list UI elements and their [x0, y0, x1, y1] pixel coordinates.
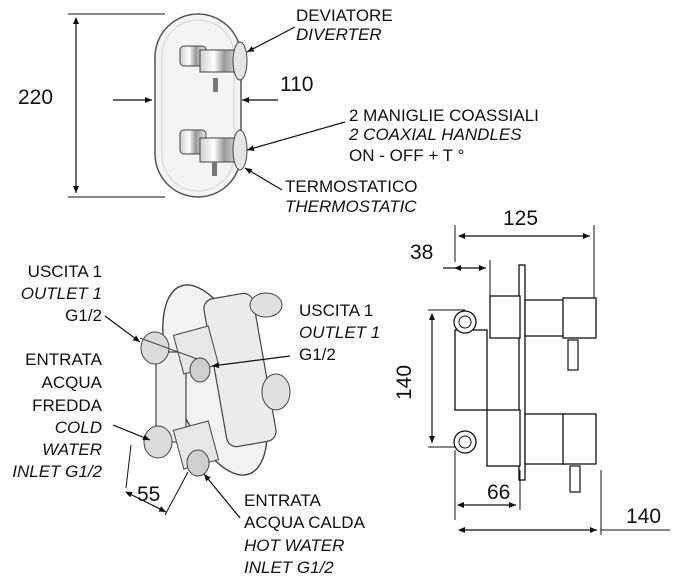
- right-outlet-label-en: OUTLET 1: [299, 323, 381, 342]
- right-outlet-thread: G1/2: [299, 345, 336, 364]
- coaxial-label-en: 2 COAXIAL HANDLES: [349, 125, 522, 144]
- offset-dim-label: 38: [410, 241, 434, 264]
- left-outlet-thread: G1/2: [65, 306, 102, 325]
- thermostatic-label-it: TERMOSTATICO: [285, 177, 418, 196]
- left-outlet-label-en: OUTLET 1: [20, 284, 102, 303]
- cold-inlet-label-en-3: INLET G1/2: [12, 462, 102, 481]
- iso-view: [104, 284, 291, 519]
- diverter-handle: [179, 41, 248, 92]
- thermostatic-label-en: THERMOSTATIC: [285, 197, 417, 216]
- hot-inlet-label-it-2: ACQUA CALDA: [244, 513, 365, 532]
- hot-inlet-label-it-1: ENTRATA: [244, 491, 321, 510]
- cold-inlet-label-it-3: FREDDA: [32, 396, 102, 415]
- hot-inlet-label-en-2: INLET G1/2: [244, 558, 334, 577]
- depth-dim-label: 125: [503, 207, 539, 230]
- spacing-dim-label: 55: [137, 483, 161, 506]
- cold-inlet-label-en-2: WATER: [42, 440, 102, 459]
- front-view: [68, 13, 346, 198]
- cover-plate: [154, 13, 242, 198]
- cold-inlet-label-it-2: ACQUA: [41, 373, 102, 392]
- diverter-label-en: DIVERTER: [296, 25, 382, 44]
- thermostatic-handle: [179, 129, 248, 176]
- height-dim-label: 220: [18, 86, 54, 109]
- right-outlet-label-it: USCITA 1: [299, 301, 374, 320]
- diverter-label-it: DEVIATORE: [296, 6, 393, 25]
- coaxial-label-func: ON - OFF + T °: [349, 146, 465, 165]
- height-140-dim-label: 140: [393, 364, 416, 400]
- left-outlet-label-it: USCITA 1: [27, 262, 102, 281]
- side-view: [428, 225, 670, 535]
- width-dim-label: 110: [280, 73, 314, 96]
- coaxial-label-it: 2 MANIGLIE COASSIALI: [349, 106, 539, 125]
- cold-inlet-label-it-1: ENTRATA: [25, 350, 102, 369]
- hot-inlet-label-en-1: HOT WATER: [244, 536, 345, 555]
- total-dim-label: 140: [626, 505, 662, 528]
- cold-inlet-label-en-1: COLD: [54, 418, 102, 437]
- body-dim-label: 66: [487, 481, 511, 504]
